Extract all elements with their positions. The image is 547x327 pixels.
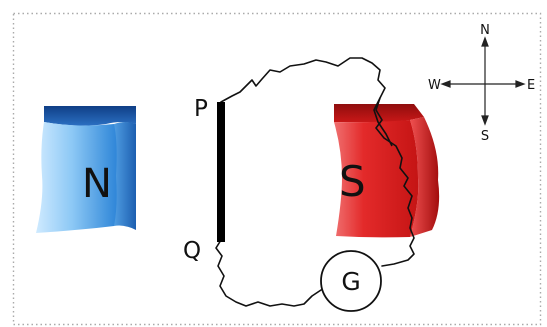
compass-arrow-east-icon <box>515 80 526 88</box>
compass <box>440 36 526 126</box>
conducting-rod-pq <box>217 102 225 242</box>
galvanometer: G <box>320 250 382 312</box>
wire-crossing <box>373 97 393 147</box>
compass-arrow-south-icon <box>481 115 489 126</box>
north-magnet-face <box>36 122 117 233</box>
compass-arrow-north-icon <box>481 36 489 47</box>
compass-west-label: W <box>428 78 441 93</box>
rod-bottom-label: Q <box>183 238 201 264</box>
north-magnet: N <box>36 106 136 233</box>
north-magnet-top <box>44 106 136 126</box>
north-pole-label: N <box>82 161 112 207</box>
south-magnet-top <box>334 104 424 123</box>
south-magnet-side <box>410 117 440 237</box>
south-magnet: S <box>334 104 440 238</box>
galvanometer-label: G <box>341 267 360 296</box>
compass-east-label: E <box>527 78 535 93</box>
galvanometer-circle <box>320 250 382 312</box>
south-pole-label: S <box>339 157 366 206</box>
compass-arrow-west-icon <box>440 80 451 88</box>
rod-top-label: P <box>194 96 208 122</box>
north-magnet-side <box>114 122 136 230</box>
compass-south-label: S <box>481 129 489 144</box>
compass-north-label: N <box>480 23 490 38</box>
wire-loop <box>215 57 415 307</box>
